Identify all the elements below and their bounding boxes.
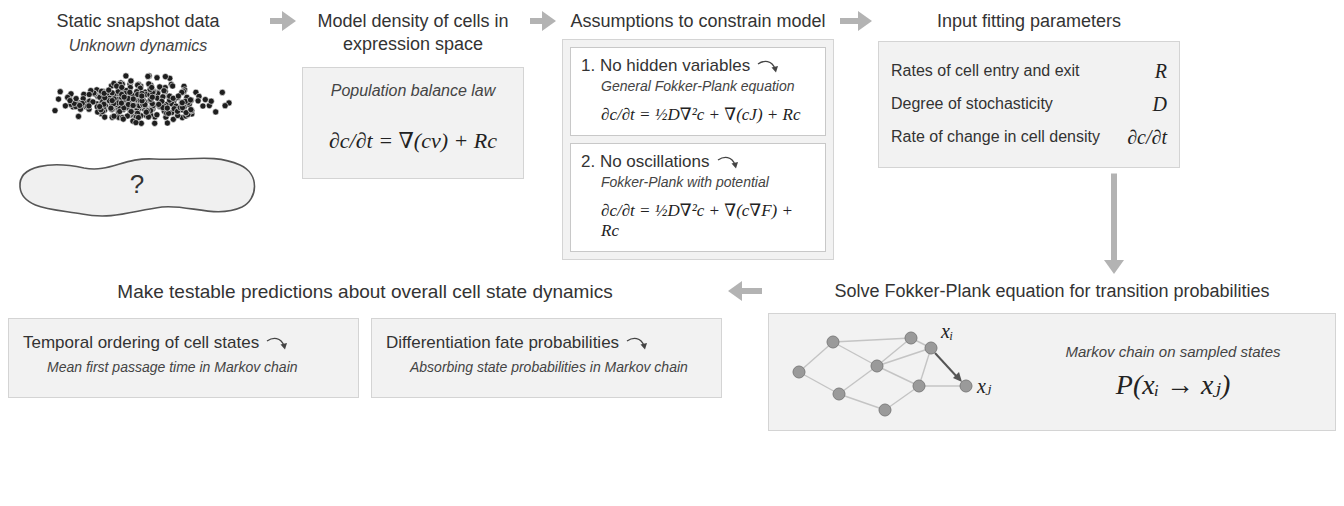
arrow-head bbox=[858, 11, 872, 31]
prediction-subtitle: Absorbing state probabilities in Markov … bbox=[410, 359, 707, 375]
scatter-plot bbox=[12, 65, 262, 137]
arrow-head bbox=[728, 281, 742, 301]
arrow-shaft bbox=[1111, 174, 1117, 261]
node-assume: 1. No hidden variablesGeneral Fokker-Pla… bbox=[570, 47, 826, 136]
node-params: Input fitting parametersRates of cell en… bbox=[878, 10, 1180, 168]
assumption-title-line: 1. No hidden variables bbox=[581, 56, 815, 76]
equation: ∂c/∂t = ∇(cv) + Rc bbox=[311, 128, 515, 154]
flow-arrow bbox=[840, 11, 872, 31]
node-assume: 2. No oscillationsFokker-Plank with pote… bbox=[570, 143, 826, 252]
arrow-head bbox=[282, 11, 296, 31]
node-row: Make testable predictions about overall … bbox=[8, 280, 722, 398]
box-subtitle: Markov chain on sampled states bbox=[1023, 343, 1323, 360]
prediction-title: Temporal ordering of cell states bbox=[23, 333, 259, 352]
equation-box: Population balance law ∂c/∂t = ∇(cv) + Rc bbox=[302, 67, 524, 179]
parameter-name: Degree of stochasticity bbox=[891, 95, 1053, 113]
parameter-symbol: R bbox=[1155, 60, 1167, 83]
parameter-symbol: D bbox=[1153, 93, 1167, 116]
state-label: xⱼ bbox=[977, 374, 991, 398]
scatter-illustration bbox=[12, 65, 262, 137]
node-law: Model density of cells in expression spa… bbox=[302, 10, 524, 179]
assumption-title-line: 2. No oscillations bbox=[581, 152, 815, 172]
curved-arrow-icon bbox=[716, 155, 740, 169]
flow-arrow bbox=[530, 11, 556, 31]
parameter-row: Rates of cell entry and exit R bbox=[891, 60, 1167, 83]
assumption-subtitle: Fokker-Plank with potential bbox=[601, 174, 815, 190]
parameter-box: Rates of cell entry and exit R Degree of s… bbox=[878, 41, 1180, 168]
arrow-shaft bbox=[270, 18, 282, 24]
prediction-row: Temporal ordering of cell statesMean fir… bbox=[8, 318, 722, 398]
column-heading: Model density of cells in expression spa… bbox=[302, 10, 524, 55]
unknown-blob: ? bbox=[12, 149, 262, 223]
arrow-head bbox=[1104, 260, 1124, 274]
assumption-subtitle: General Fokker-Plank equation bbox=[601, 78, 815, 94]
prediction-title: Differentiation fate probabilities bbox=[386, 333, 619, 352]
flow-arrow bbox=[728, 281, 762, 301]
markov-box: xᵢxⱼMarkov chain on sampled statesP(xᵢ →… bbox=[768, 313, 1336, 431]
assumption-title: 2. No oscillations bbox=[581, 152, 710, 171]
column-subheading: Unknown dynamics bbox=[12, 37, 264, 55]
question-mark: ? bbox=[12, 169, 262, 200]
node-predict: Differentiation fate probabilitiesAbsorb… bbox=[371, 318, 722, 398]
column-heading: Static snapshot data bbox=[12, 10, 264, 33]
prediction-title-line: Differentiation fate probabilities bbox=[386, 333, 707, 353]
curved-arrow-icon bbox=[265, 336, 289, 350]
curved-arrow-icon bbox=[756, 59, 780, 73]
arrow-head bbox=[542, 11, 556, 31]
markov-graph: xᵢxⱼ bbox=[781, 324, 1011, 420]
column-heading: Make testable predictions about overall … bbox=[8, 280, 722, 304]
assumption-title: 1. No hidden variables bbox=[581, 56, 750, 75]
flow-arrow bbox=[270, 11, 296, 31]
column-heading: Solve Fokker-Plank equation for transiti… bbox=[768, 280, 1336, 303]
node-predict: Temporal ordering of cell statesMean fir… bbox=[8, 318, 359, 398]
parameter-row: Rate of change in cell density ∂c/∂t bbox=[891, 126, 1167, 149]
equation: ∂c/∂t = ½D∇²c + ∇(c∇F) + Rc bbox=[601, 200, 815, 241]
prediction-title-line: Temporal ordering of cell states bbox=[23, 333, 344, 353]
arrow-shaft bbox=[530, 18, 542, 24]
state-label: xᵢ bbox=[941, 320, 953, 343]
equation: ∂c/∂t = ½D∇²c + ∇(cJ) + Rc bbox=[601, 104, 815, 125]
column-heading: Assumptions to constrain model bbox=[562, 10, 834, 33]
markov-text: Markov chain on sampled statesP(xᵢ → xⱼ) bbox=[1011, 343, 1323, 401]
curved-arrow-icon bbox=[625, 336, 649, 350]
parameter-name: Rates of cell entry and exit bbox=[891, 62, 1080, 80]
parameter-symbol: ∂c/∂t bbox=[1127, 126, 1167, 149]
prediction-subtitle: Mean first passage time in Markov chain bbox=[47, 359, 344, 375]
node-group: Assumptions to constrain model 1. No hidd… bbox=[562, 10, 834, 260]
transition-probability: P(xᵢ → xⱼ) bbox=[1023, 368, 1323, 401]
node-snap: Static snapshot dataUnknown dynamics? bbox=[12, 10, 264, 223]
column-heading: Input fitting parameters bbox=[878, 10, 1180, 33]
parameter-row: Degree of stochasticity D bbox=[891, 93, 1167, 116]
assumption-group-box: 1. No hidden variablesGeneral Fokker-Pla… bbox=[562, 39, 834, 260]
arrow-shaft bbox=[742, 288, 762, 294]
box-subtitle: Population balance law bbox=[311, 82, 515, 100]
arrow-shaft bbox=[840, 18, 858, 24]
node-markov: Solve Fokker-Plank equation for transiti… bbox=[768, 280, 1336, 431]
flow-arrow bbox=[1104, 174, 1124, 275]
parameter-name: Rate of change in cell density bbox=[891, 128, 1100, 146]
